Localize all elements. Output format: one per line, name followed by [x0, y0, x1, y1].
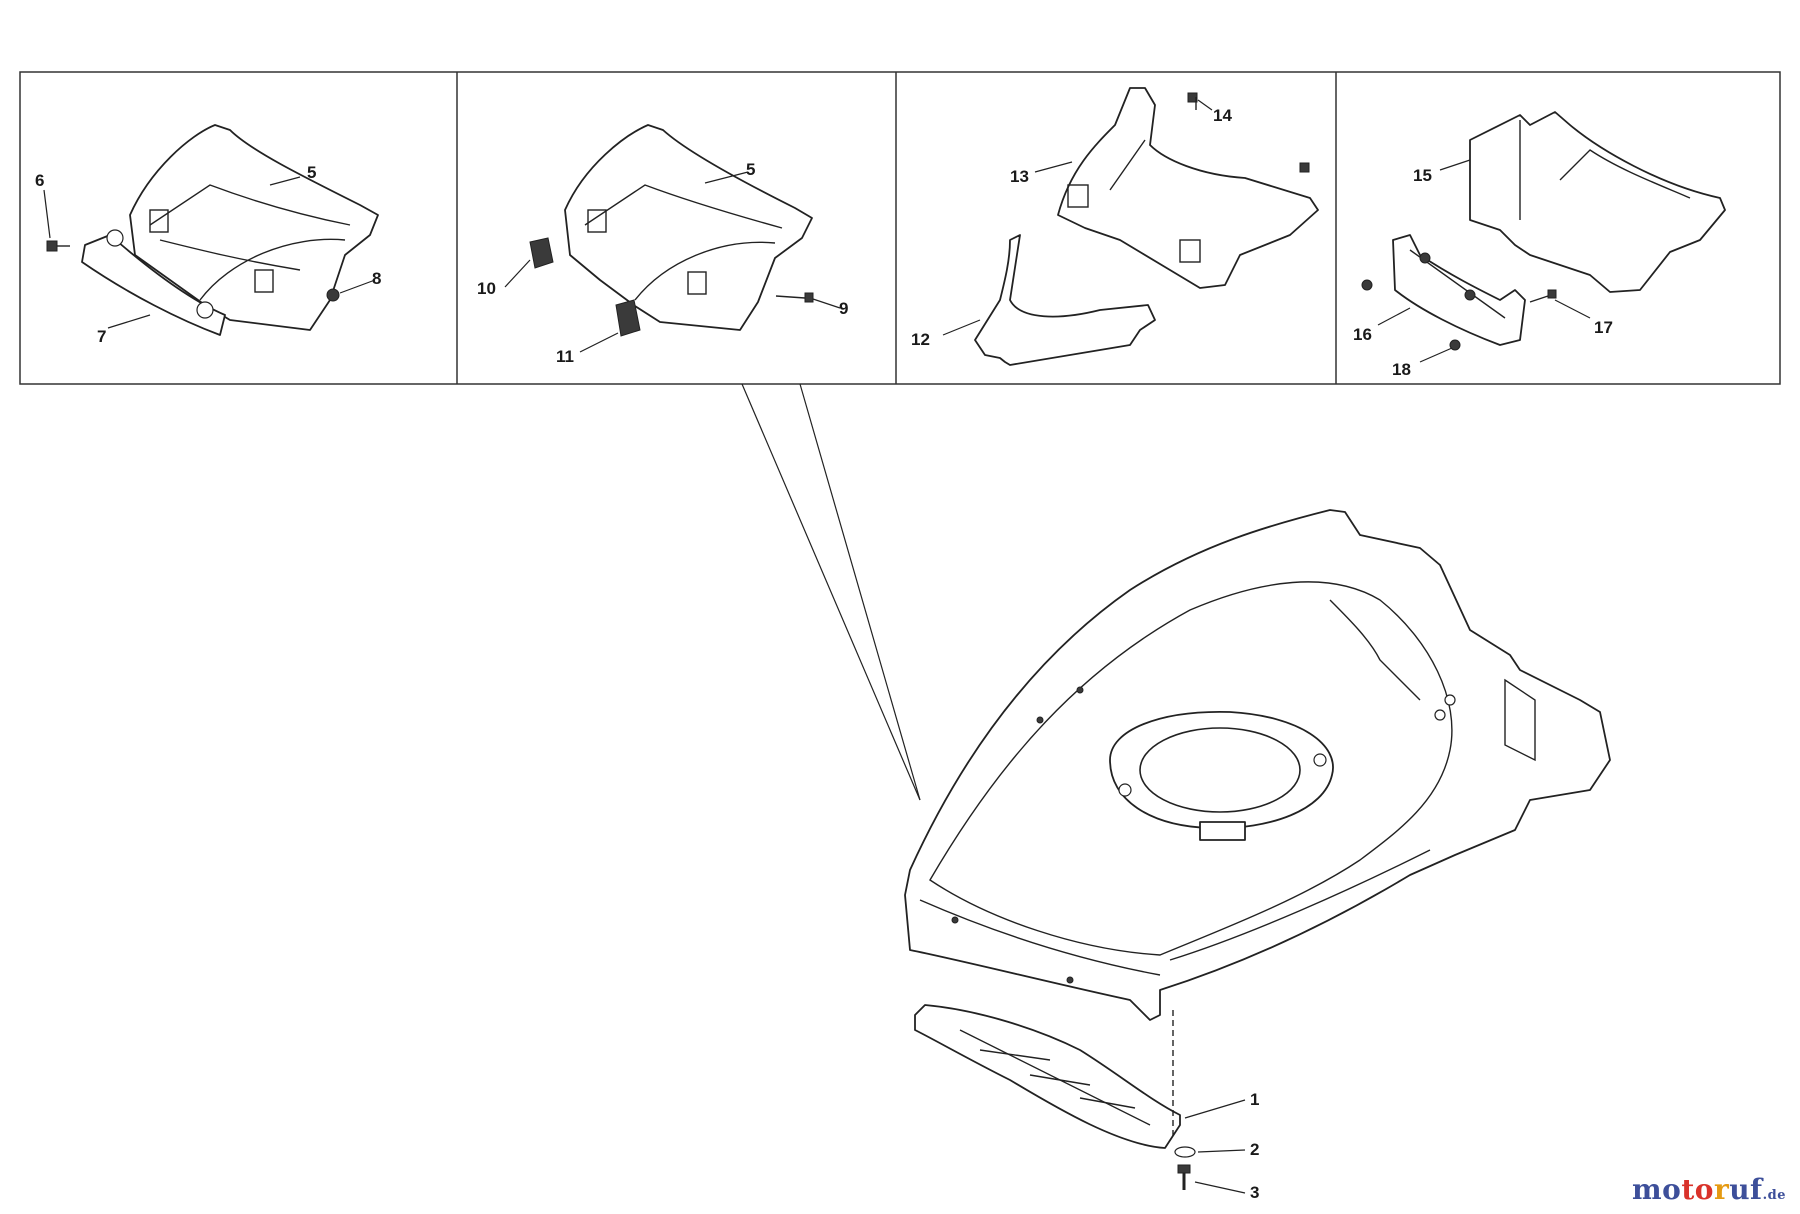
callout-6: 6	[35, 171, 44, 190]
callout-7: 7	[97, 327, 106, 346]
zoom-line-right	[799, 383, 921, 801]
front-guard-plate	[914, 1004, 1246, 1194]
callout-10: 10	[477, 279, 496, 298]
callout-2: 2	[1250, 1140, 1259, 1159]
callout-5a: 5	[307, 163, 316, 182]
panel-3-guards	[942, 87, 1319, 366]
mower-deck	[904, 509, 1611, 1021]
zoom-line-left	[741, 383, 921, 801]
callout-8: 8	[372, 269, 381, 288]
panel-2-rear-cover	[504, 124, 841, 353]
callout-1: 1	[1250, 1090, 1259, 1109]
callout-3: 3	[1250, 1183, 1259, 1202]
panel-1-rear-cover	[43, 124, 379, 336]
callout-15: 15	[1413, 166, 1432, 185]
callout-12: 12	[911, 330, 930, 349]
callout-16: 16	[1353, 325, 1372, 344]
callout-13: 13	[1010, 167, 1029, 186]
callout-5b: 5	[746, 160, 755, 179]
callout-17: 17	[1594, 318, 1613, 337]
callout-9: 9	[839, 299, 848, 318]
panel-4-cover-bracket	[1361, 111, 1726, 363]
callout-11: 11	[556, 347, 574, 366]
callout-18: 18	[1392, 360, 1411, 379]
watermark-logo: motoruf.de	[1632, 1173, 1786, 1206]
callout-14: 14	[1213, 106, 1232, 125]
